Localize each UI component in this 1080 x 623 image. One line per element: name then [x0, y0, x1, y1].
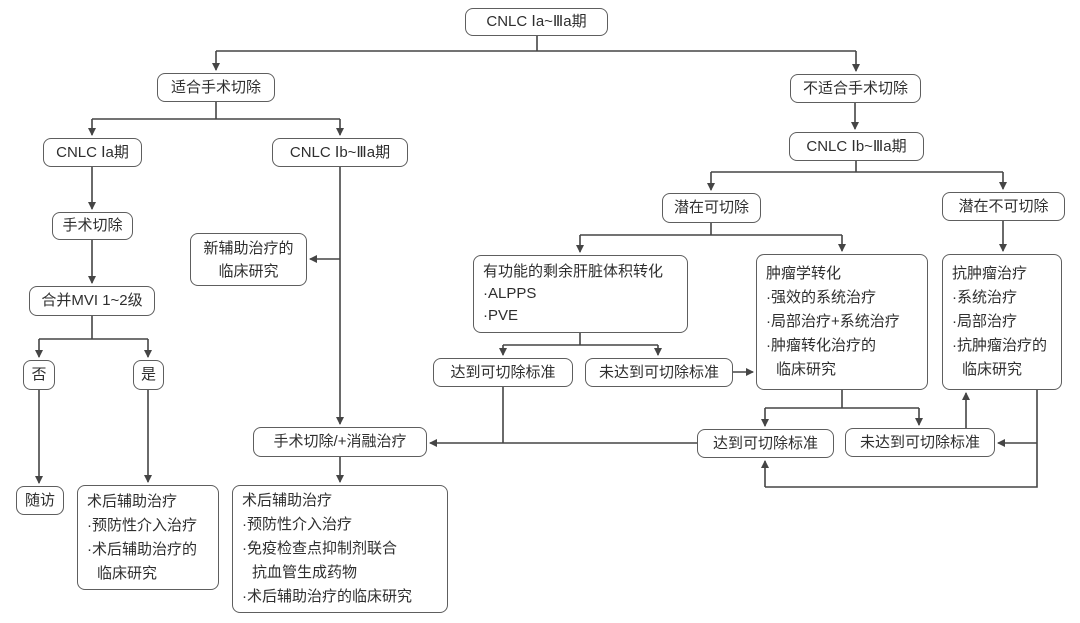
node-meets-resectable-criteria-1: 达到可切除标准 [433, 358, 573, 387]
node-surgical-resection: 手术切除 [52, 212, 133, 240]
node-resection-ablation: 手术切除/+消融治疗 [253, 427, 427, 457]
node-neoadjuvant-trial: 新辅助治疗的 临床研究 [190, 233, 307, 286]
node-cnlc-1b-3a-stage-left: CNLC Ⅰb~Ⅲa期 [272, 138, 408, 167]
node-cnlc-1b-3a-stage-right: CNLC Ⅰb~Ⅲa期 [789, 132, 924, 161]
node-unsuitable-resection: 不适合手术切除 [790, 74, 921, 103]
node-mvi-grade: 合并MVI 1~2级 [29, 286, 155, 316]
node-root-stage: CNLC Ⅰa~Ⅲa期 [465, 8, 608, 36]
node-oncologic-conversion: 肿瘤学转化 ·强效的系统治疗 ·局部治疗+系统治疗 ·肿瘤转化治疗的 临床研究 [756, 254, 928, 390]
node-flr-conversion: 有功能的剩余肝脏体积转化 ·ALPPS ·PVE [473, 255, 688, 333]
node-antitumor-therapy: 抗肿瘤治疗 ·系统治疗 ·局部治疗 ·抗肿瘤治疗的 临床研究 [942, 254, 1062, 390]
node-meets-resectable-criteria-2: 达到可切除标准 [697, 429, 834, 458]
node-no: 否 [23, 360, 55, 390]
node-suitable-resection: 适合手术切除 [157, 73, 275, 102]
node-not-meets-resectable-criteria-1: 未达到可切除标准 [585, 358, 733, 387]
node-postop-adjuvant-left: 术后辅助治疗 ·预防性介入治疗 ·术后辅助治疗的 临床研究 [77, 485, 219, 590]
node-potentially-unresectable: 潜在不可切除 [942, 192, 1065, 221]
node-yes: 是 [133, 360, 164, 390]
node-cnlc-1a-stage: CNLC Ⅰa期 [43, 138, 142, 167]
node-followup: 随访 [16, 486, 64, 515]
node-postop-adjuvant-mid: 术后辅助治疗 ·预防性介入治疗 ·免疫检查点抑制剂联合 抗血管生成药物 ·术后辅… [232, 485, 448, 613]
node-not-meets-resectable-criteria-2: 未达到可切除标准 [845, 428, 995, 457]
node-potentially-resectable: 潜在可切除 [662, 193, 761, 223]
